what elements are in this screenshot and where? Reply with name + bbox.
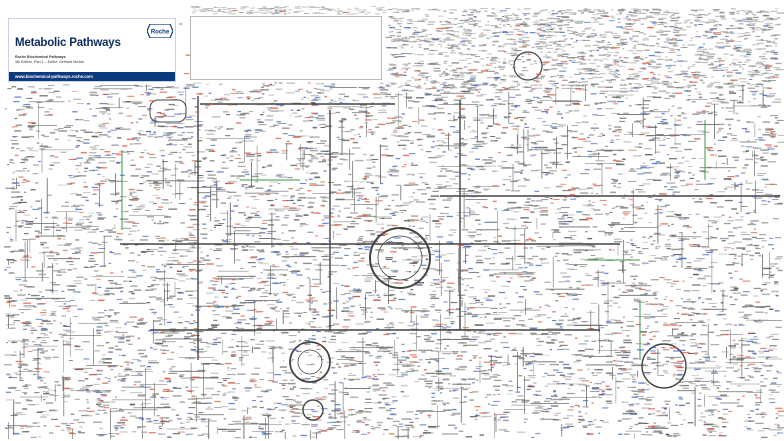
urea-cycle — [289, 341, 331, 383]
citric-acid-cycle — [369, 227, 431, 289]
citric-acid-cycle-inner — [377, 235, 423, 281]
legend-panel — [190, 16, 382, 80]
poster-edition: 4th Edition, Part 1 – Editor: Gerhard Mi… — [15, 60, 84, 64]
roche-logo: Roche — [147, 24, 173, 38]
url-bar: www.biochemical-pathways.roche.com — [9, 72, 175, 81]
main-pathway-lines-layer — [120, 51, 780, 421]
title-panel: Metabolic Pathways Roche Biochemical Pat… — [8, 18, 176, 82]
urea-cycle-inner — [297, 349, 323, 375]
poster-title: Metabolic Pathways — [15, 37, 121, 49]
lower-cycle — [302, 399, 324, 421]
poster-subtitle: Roche Biochemical Pathways — [15, 55, 66, 59]
reaction-lines-layer — [7, 84, 782, 439]
coenzyme-markers-layer — [6, 10, 784, 438]
highlight-lines-layer — [121, 120, 706, 360]
poster-url[interactable]: www.biochemical-pathways.roche.com — [15, 74, 93, 79]
logo-text: Roche — [151, 29, 170, 35]
right-cycle — [641, 343, 687, 389]
upper-right-cycle — [513, 51, 543, 81]
fatty-acid-loop — [149, 99, 187, 123]
